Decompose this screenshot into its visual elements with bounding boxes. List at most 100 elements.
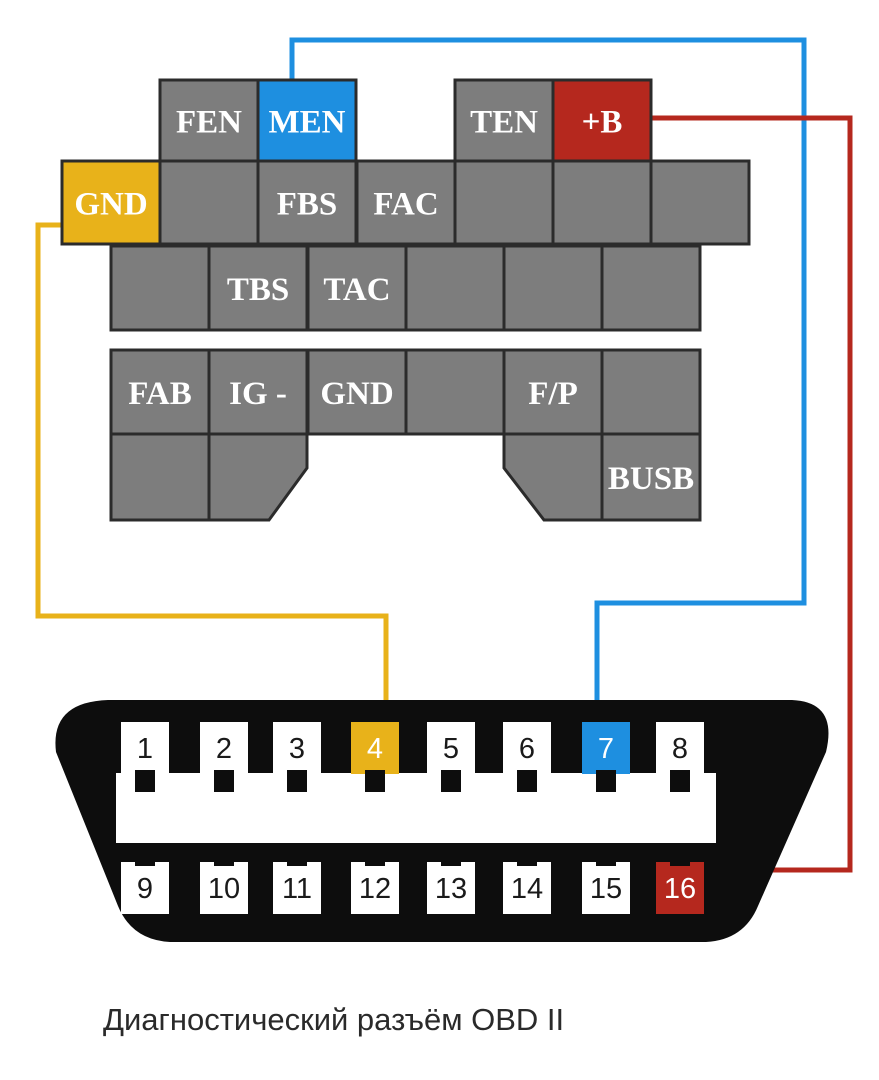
obd-pin-11-box xyxy=(273,862,321,914)
obd-pin-13-box xyxy=(427,862,475,914)
row3-pin-4-cell xyxy=(404,244,506,332)
obd-pin-8-label: 8 xyxy=(672,733,688,765)
pin-fbs-cell xyxy=(256,159,358,246)
row5-pin-1-cell xyxy=(109,432,211,522)
obd-pin-1: 1 xyxy=(121,722,169,792)
obd-pin-10: 10 xyxy=(200,844,248,914)
pin-f-p-cell xyxy=(502,348,604,436)
row2-pin-6 xyxy=(551,159,653,246)
obd-pin-15: 15 xyxy=(582,844,630,914)
obd-pin-16-contact xyxy=(670,844,690,866)
pin-tbs-label: TBS xyxy=(227,272,289,308)
pin-gnd-label: GND xyxy=(74,187,147,223)
obd-pin-15-label: 15 xyxy=(590,873,622,905)
obd-pin-8-contact xyxy=(670,770,690,792)
pin-gnd-cell xyxy=(60,159,162,246)
obd-pin-12-label: 12 xyxy=(359,873,391,905)
obd-pin-6-box xyxy=(503,722,551,774)
pin-fbs: FBS xyxy=(256,159,358,246)
obd-pin-16-box xyxy=(656,862,704,914)
row4-pin-6-cell xyxy=(600,348,702,436)
row5-pin-3-cell xyxy=(502,432,604,522)
obd-pin-12-box xyxy=(351,862,399,914)
row2-pin-2 xyxy=(158,159,260,246)
obd-pin-12-contact xyxy=(365,844,385,866)
row3-pin-5 xyxy=(502,244,604,332)
pin-men-label: MEN xyxy=(269,105,346,141)
row2-pin-2-cell xyxy=(158,159,260,246)
obd-pin-14: 14 xyxy=(503,844,551,914)
row4-pin-4 xyxy=(404,348,506,436)
pin-ten: TEN xyxy=(453,78,555,163)
row2-pin-7-cell xyxy=(649,159,751,246)
pin-fen-cell xyxy=(158,78,260,163)
obd-pin-15-box xyxy=(582,862,630,914)
row2-pin-5-cell xyxy=(453,159,555,246)
obd2-center-channel xyxy=(116,773,716,843)
obd-pin-9-label: 9 xyxy=(137,873,153,905)
caption: Диагностический разъём OBD II xyxy=(103,1002,564,1037)
obd-pin-8-box xyxy=(656,722,704,774)
obd-pin-2-box xyxy=(200,722,248,774)
pin-ig-label: IG - xyxy=(229,376,287,412)
pin-men-cell xyxy=(256,78,358,163)
obd-pin-9: 9 xyxy=(121,844,169,914)
obd-pin-14-contact xyxy=(517,844,537,866)
row5-pin-2 xyxy=(207,432,309,522)
obd-pin-3-box xyxy=(273,722,321,774)
pin-ten-label: TEN xyxy=(470,105,538,141)
obd-pin-7-contact xyxy=(596,770,616,792)
obd-pin-7: 7 xyxy=(582,722,630,792)
obd-pin-1-label: 1 xyxy=(137,733,153,765)
pin-tac: TAC xyxy=(306,244,408,332)
obd-pin-15-contact xyxy=(596,844,616,866)
wire-plus-b-to-pin-16 xyxy=(651,115,853,873)
row5-pin-1 xyxy=(109,432,211,522)
obd-pin-1-contact xyxy=(135,770,155,792)
row2-pin-7 xyxy=(649,159,751,246)
row3-pin-1 xyxy=(109,244,211,332)
obd-pin-10-box xyxy=(200,862,248,914)
obd-pin-6: 6 xyxy=(503,722,551,792)
pin-gnd: GND xyxy=(306,348,408,436)
pin-men: MEN xyxy=(256,78,358,163)
pin-fab: FAB xyxy=(109,348,211,436)
pin-fbs-label: FBS xyxy=(277,187,338,223)
obd-pin-13-contact xyxy=(441,844,461,866)
pin-f-p-label: F/P xyxy=(528,376,577,412)
pin-fen: FEN xyxy=(158,78,260,163)
obd-pin-16-label: 16 xyxy=(664,873,696,905)
pin-tac-label: TAC xyxy=(323,272,390,308)
row3-pin-5-cell xyxy=(502,244,604,332)
obd-pin-9-contact xyxy=(135,844,155,866)
pin-tbs-cell xyxy=(207,244,309,332)
pin-tbs: TBS xyxy=(207,244,309,332)
pin-busb: BUSB xyxy=(600,432,702,522)
obd-pin-6-contact xyxy=(517,770,537,792)
row2-pin-6-cell xyxy=(551,159,653,246)
pin-fab-cell xyxy=(109,348,211,436)
obd-pin-14-box xyxy=(503,862,551,914)
pin-tac-cell xyxy=(306,244,408,332)
pin-fac: FAC xyxy=(355,159,457,246)
pin-plus-b-label: +B xyxy=(582,105,623,141)
pin-busb-label: BUSB xyxy=(608,461,694,497)
obd-pin-3: 3 xyxy=(273,722,321,792)
obd-pin-3-label: 3 xyxy=(289,733,305,765)
row3-pin-1-cell xyxy=(109,244,211,332)
pin-ten-cell xyxy=(453,78,555,163)
obd-pin-1-box xyxy=(121,722,169,774)
pin-gnd-label: GND xyxy=(320,376,393,412)
obd-pin-4-label: 4 xyxy=(367,733,383,765)
pin-gnd: GND xyxy=(60,159,162,246)
obd-pin-4-contact xyxy=(365,770,385,792)
pin-busb-cell xyxy=(600,432,702,522)
obd-pin-10-contact xyxy=(214,844,234,866)
obd-pin-5: 5 xyxy=(427,722,475,792)
obd-pin-4: 4 xyxy=(351,722,399,792)
obd-pin-11: 11 xyxy=(273,844,321,914)
pin-fac-label: FAC xyxy=(373,187,438,223)
